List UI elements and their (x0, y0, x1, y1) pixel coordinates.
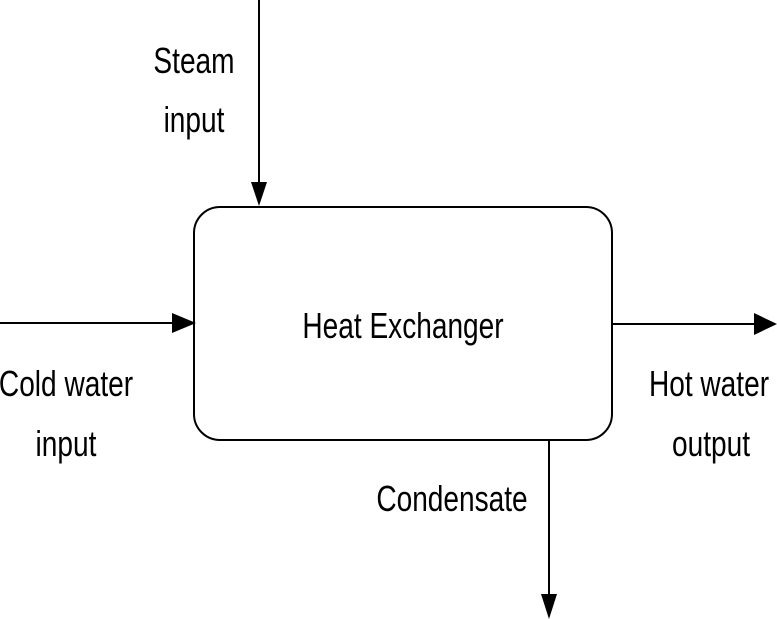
condensate-output-arrowhead (541, 594, 557, 619)
hot-water-output-label-line2: output (672, 424, 750, 464)
heat-exchanger-label: Heat Exchanger (302, 306, 503, 346)
condensate-output-label: Condensate (376, 479, 527, 519)
steam-input-label-line2: input (164, 100, 225, 140)
cold-water-input-label-line2: input (36, 424, 97, 464)
hot-water-output-label-line1: Hot water (649, 364, 769, 404)
steam-input-label-line1: Steam (153, 41, 234, 81)
cold-water-input-arrowhead (172, 313, 196, 333)
cold-water-input-label-line1: Cold water (0, 364, 133, 404)
steam-input-arrowhead (251, 182, 267, 206)
hot-water-output-arrowhead (754, 313, 777, 335)
